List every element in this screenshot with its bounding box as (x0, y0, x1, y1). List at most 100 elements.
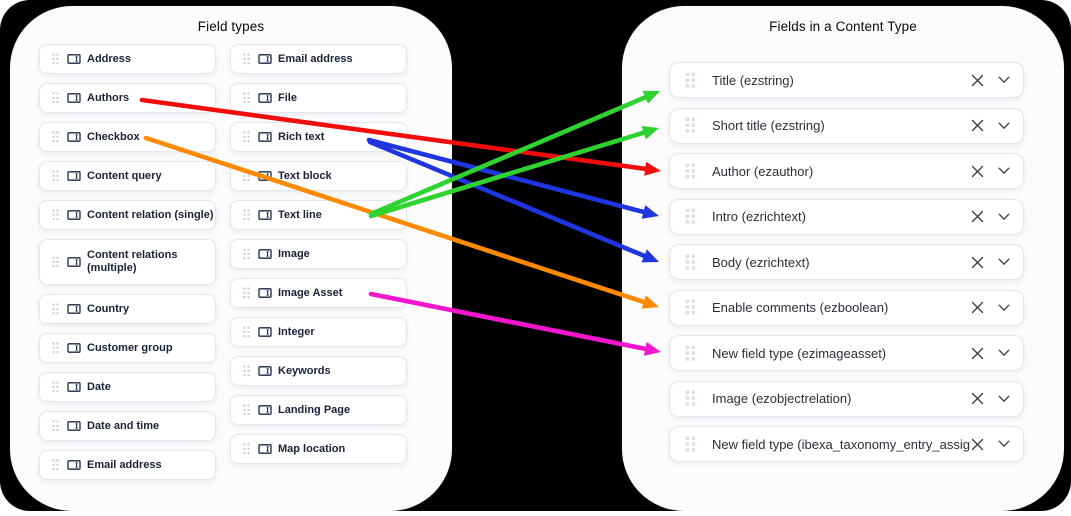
field-type-item[interactable]: Keywords (230, 356, 407, 386)
field-type-icon (258, 132, 272, 142)
drag-handle-icon[interactable] (243, 404, 250, 416)
field-type-label: Text line (278, 208, 322, 221)
drag-handle-icon[interactable] (685, 299, 697, 316)
collapse-field-icon[interactable] (998, 349, 1010, 357)
collapse-field-icon[interactable] (998, 304, 1010, 312)
drag-handle-icon[interactable] (52, 256, 59, 268)
field-type-item[interactable]: Integer (230, 317, 407, 347)
collapse-field-icon[interactable] (998, 122, 1010, 130)
drag-handle-icon[interactable] (243, 170, 250, 182)
field-actions (971, 392, 1010, 405)
field-type-item[interactable]: File (230, 83, 407, 113)
field-actions (971, 438, 1010, 451)
drag-handle-icon[interactable] (52, 381, 59, 393)
content-field-item[interactable]: Enable comments (ezboolean) (669, 289, 1024, 326)
drag-handle-icon[interactable] (243, 92, 250, 104)
remove-field-icon[interactable] (971, 438, 984, 451)
field-type-label: Rich text (278, 130, 325, 143)
field-type-item[interactable]: Checkbox (39, 122, 216, 152)
content-field-item[interactable]: Intro (ezrichtext) (669, 198, 1024, 235)
drag-handle-icon[interactable] (243, 53, 250, 65)
field-type-item[interactable]: Email address (230, 44, 407, 74)
field-type-label: Landing Page (278, 403, 351, 416)
remove-field-icon[interactable] (971, 347, 984, 360)
drag-handle-icon[interactable] (685, 390, 697, 407)
remove-field-icon[interactable] (971, 256, 984, 269)
field-type-item[interactable]: Content query (39, 161, 216, 191)
remove-field-icon[interactable] (971, 210, 984, 223)
collapse-field-icon[interactable] (998, 258, 1010, 266)
remove-field-icon[interactable] (971, 165, 984, 178)
field-type-item[interactable]: Address (39, 44, 216, 74)
drag-handle-icon[interactable] (685, 254, 697, 271)
remove-field-icon[interactable] (971, 119, 984, 132)
content-field-item[interactable]: Body (ezrichtext) (669, 244, 1024, 280)
drag-handle-icon[interactable] (243, 131, 250, 143)
field-actions (971, 210, 1010, 223)
content-field-item[interactable]: Image (ezobjectrelation) (669, 380, 1024, 417)
content-field-item[interactable]: New field type (ibexa_taxonomy_entry_ass… (669, 426, 1024, 462)
field-type-item[interactable]: Email address (39, 450, 216, 480)
drag-handle-icon[interactable] (243, 365, 250, 377)
field-type-label: Image Asset (278, 286, 343, 299)
field-type-item[interactable]: Country (39, 294, 216, 324)
content-field-label: Short title (ezstring) (712, 118, 825, 133)
drag-handle-icon[interactable] (52, 459, 59, 471)
field-types-columns: Address Authors (39, 44, 407, 480)
collapse-field-icon[interactable] (998, 440, 1010, 448)
drag-handle-icon[interactable] (685, 163, 697, 180)
drag-handle-icon[interactable] (52, 420, 59, 432)
remove-field-icon[interactable] (971, 74, 984, 87)
content-type-panel: Fields in a Content Type Title (ezstring… (622, 6, 1064, 511)
drag-handle-icon[interactable] (685, 208, 697, 225)
content-field-label: Enable comments (ezboolean) (712, 300, 889, 315)
field-type-label: Image (278, 247, 310, 260)
drag-handle-icon[interactable] (685, 345, 697, 362)
drag-handle-icon[interactable] (685, 117, 697, 134)
collapse-field-icon[interactable] (998, 76, 1010, 84)
drag-handle-icon[interactable] (243, 209, 250, 221)
field-type-item[interactable]: Customer group (39, 333, 216, 363)
field-type-item[interactable]: Content relations (multiple) (39, 239, 216, 285)
drag-handle-icon[interactable] (52, 303, 59, 315)
drag-handle-icon[interactable] (52, 342, 59, 354)
content-field-item[interactable]: New field type (ezimageasset) (669, 335, 1024, 371)
drag-handle-icon[interactable] (685, 72, 697, 89)
content-type-title: Fields in a Content Type (769, 19, 917, 34)
drag-handle-icon[interactable] (685, 436, 697, 453)
content-field-item[interactable]: Title (ezstring) (669, 62, 1024, 98)
field-type-item[interactable]: Date (39, 372, 216, 402)
field-type-icon (258, 249, 272, 259)
content-field-item[interactable]: Author (ezauthor) (669, 153, 1024, 189)
drag-handle-icon[interactable] (52, 131, 59, 143)
content-field-label: New field type (ibexa_taxonomy_entry_ass… (712, 436, 971, 452)
remove-field-icon[interactable] (971, 392, 984, 405)
field-type-icon (67, 171, 81, 181)
drag-handle-icon[interactable] (243, 248, 250, 260)
collapse-field-icon[interactable] (998, 167, 1010, 175)
field-type-item[interactable]: Authors (39, 83, 216, 113)
collapse-field-icon[interactable] (998, 213, 1010, 221)
remove-field-icon[interactable] (971, 301, 984, 314)
field-type-item[interactable]: Landing Page (230, 395, 407, 425)
field-type-icon (258, 366, 272, 376)
field-type-item[interactable]: Map location (230, 434, 407, 464)
drag-handle-icon[interactable] (243, 287, 250, 299)
collapse-field-icon[interactable] (998, 395, 1010, 403)
field-type-item[interactable]: Content relation (single) (39, 200, 216, 230)
field-type-icon (67, 460, 81, 470)
field-type-item[interactable]: Image Asset (230, 278, 407, 308)
drag-handle-icon[interactable] (52, 209, 59, 221)
field-actions (971, 301, 1010, 314)
field-type-item[interactable]: Date and time (39, 411, 216, 441)
drag-handle-icon[interactable] (52, 170, 59, 182)
drag-handle-icon[interactable] (243, 326, 250, 338)
field-type-item[interactable]: Image (230, 239, 407, 269)
field-type-item[interactable]: Rich text (230, 122, 407, 152)
drag-handle-icon[interactable] (243, 443, 250, 455)
field-type-item[interactable]: Text line (230, 200, 407, 230)
drag-handle-icon[interactable] (52, 92, 59, 104)
drag-handle-icon[interactable] (52, 53, 59, 65)
field-type-item[interactable]: Text block (230, 161, 407, 191)
content-field-item[interactable]: Short title (ezstring) (669, 107, 1024, 144)
